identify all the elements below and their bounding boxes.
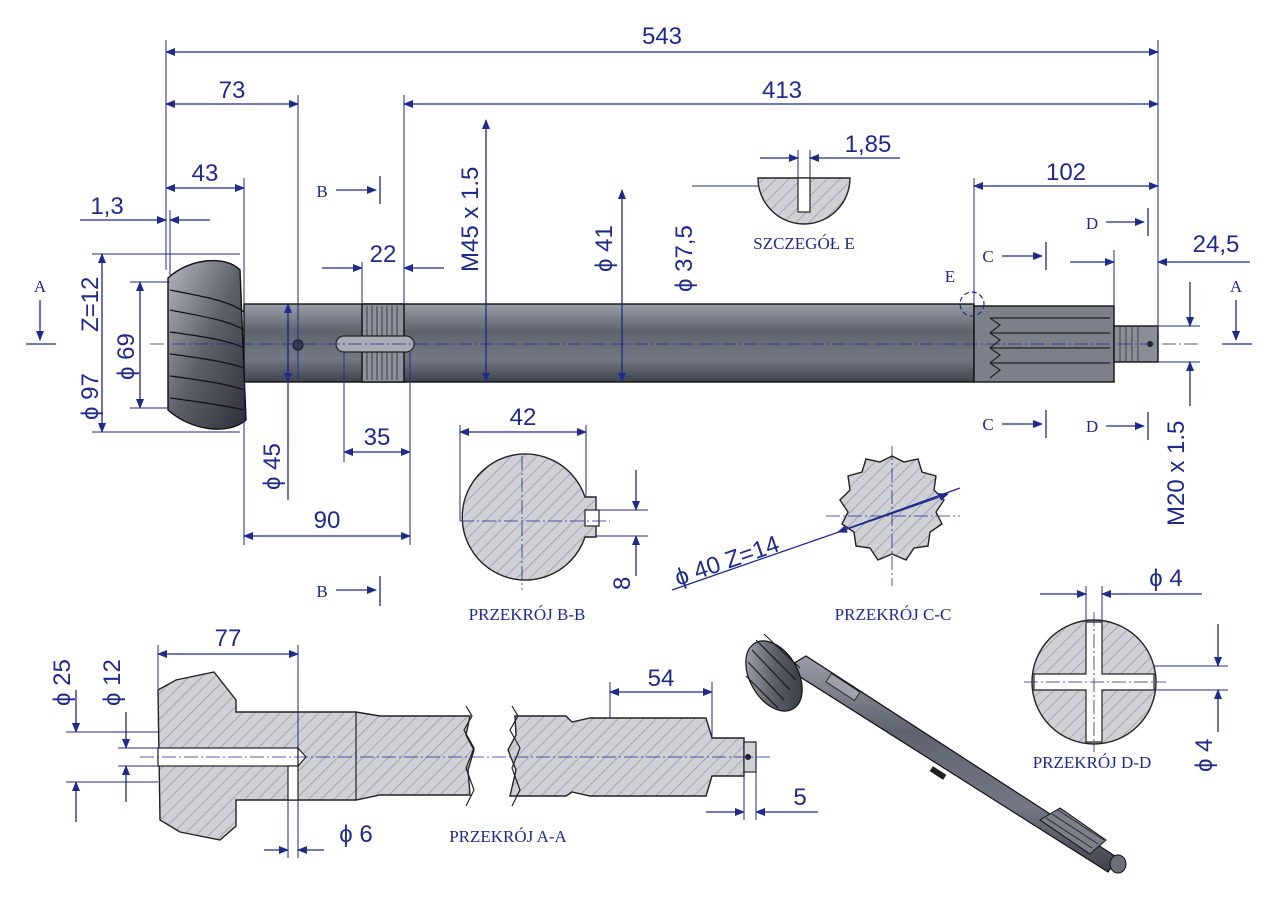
section-markers: A A B B C C D D E	[26, 176, 1252, 606]
dim-54: 54	[648, 665, 675, 692]
marker-a-left: A	[34, 277, 47, 296]
marker-c-top: C	[982, 247, 993, 266]
section-dd-title: PRZEKRÓJ D-D	[1033, 753, 1152, 772]
section-cc-title: PRZEKRÓJ C-C	[835, 605, 952, 624]
dim-m20: M20 x 1.5	[1163, 421, 1190, 526]
dim-phi6: ϕ 6	[339, 821, 372, 848]
dim-42: 42	[510, 404, 537, 431]
dim-77: 77	[215, 625, 242, 652]
section-bb-title: PRZEKRÓJ B-B	[469, 605, 586, 624]
dim-phi45: ϕ 45	[259, 443, 286, 490]
dim-phi4-a: ϕ 4	[1149, 565, 1182, 592]
dim-5: 5	[793, 784, 806, 811]
dim-22: 22	[370, 241, 397, 268]
main-shaft-view	[150, 259, 1200, 430]
marker-e: E	[945, 267, 955, 286]
marker-a-right: A	[1230, 277, 1243, 296]
dim-102: 102	[1046, 159, 1086, 186]
dim-phi37-5: ϕ 37,5	[671, 225, 698, 292]
iso-gear	[745, 633, 803, 712]
dim-8: 8	[609, 577, 636, 590]
iso-shaft-render	[745, 633, 1127, 874]
marker-d-bottom: D	[1086, 417, 1098, 436]
section-dd: ϕ 4 ϕ 4 PRZEKRÓJ D-D	[1024, 565, 1228, 772]
section-aa: ϕ 25 ϕ 12 77 54 5 ϕ 6 PRZEKRÓJ A-A	[49, 625, 818, 858]
dim-35: 35	[364, 424, 391, 451]
dim-phi12: ϕ 12	[99, 659, 126, 706]
section-cc: ϕ 40 Z=14 PRZEKRÓJ C-C	[671, 446, 961, 624]
dim-phi4-b: ϕ 4	[1191, 739, 1218, 772]
dim-1-85: 1,85	[845, 131, 892, 158]
dim-543: 543	[642, 23, 682, 50]
dim-phi97: ϕ 97	[77, 373, 104, 420]
dim-413: 413	[762, 77, 802, 104]
detail-e: 1,85 SZCZEGÓŁ E	[753, 131, 900, 253]
dim-43: 43	[192, 160, 219, 187]
section-bb: 42 8 PRZEKRÓJ B-B	[459, 404, 648, 624]
dim-phi41: ϕ 41	[591, 225, 618, 272]
dim-phi40-z14: ϕ 40 Z=14	[671, 531, 783, 592]
dim-73: 73	[219, 77, 246, 104]
dim-z12: Z=12	[77, 277, 104, 332]
detail-e-title: SZCZEGÓŁ E	[753, 234, 855, 253]
dim-m45: M45 x 1.5	[457, 167, 484, 272]
spline-teeth	[989, 317, 1110, 379]
dim-24-5: 24,5	[1193, 231, 1240, 258]
dim-90: 90	[314, 507, 341, 534]
marker-b-top: B	[316, 182, 327, 201]
marker-b-bottom: B	[316, 582, 327, 601]
bevel-gear	[167, 259, 247, 430]
section-aa-title: PRZEKRÓJ A-A	[449, 827, 567, 846]
dim-phi25: ϕ 25	[49, 659, 76, 706]
marker-d-top: D	[1086, 214, 1098, 233]
dim-phi69: ϕ 69	[113, 333, 140, 380]
marker-c-bottom: C	[982, 415, 993, 434]
dim-1-3: 1,3	[90, 193, 123, 220]
main-dimensions: 543 413 73 43 1,3 22 M45 x 1.5 ϕ 41 ϕ 37…	[77, 23, 1250, 545]
